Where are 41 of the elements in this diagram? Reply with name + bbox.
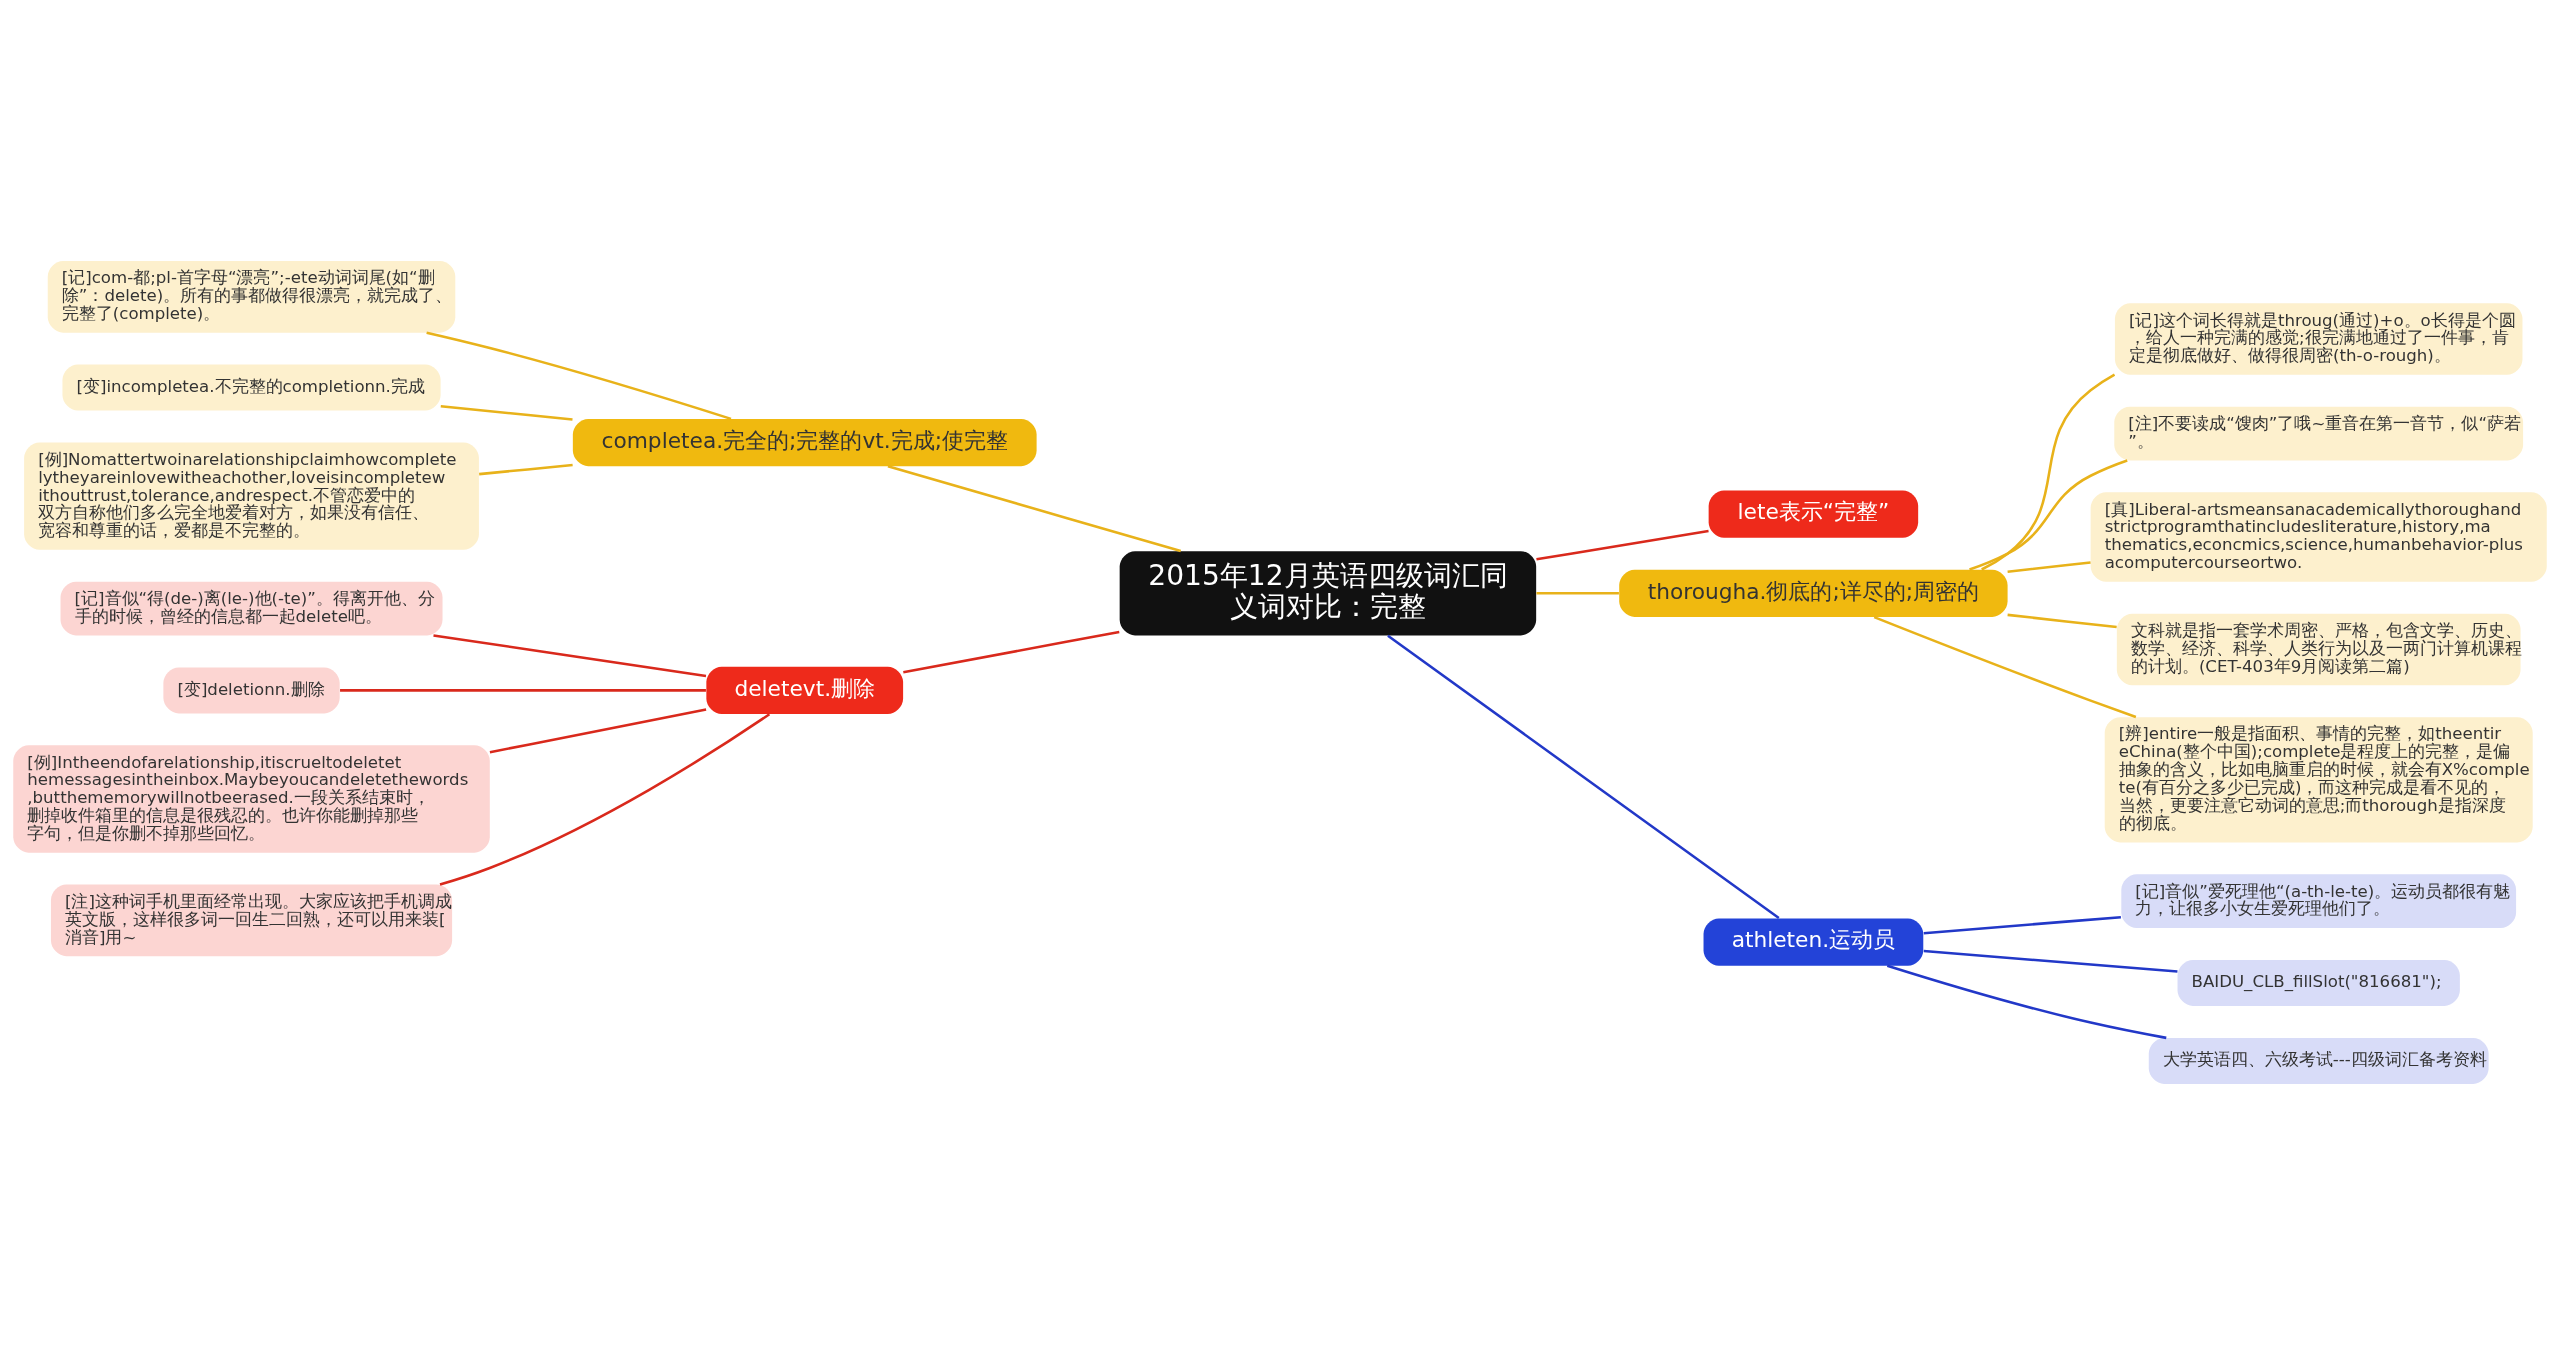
node-box: [注]不要读成“馊肉”了哦~重音在第一音节，似“萨若”。 [2114, 406, 2524, 461]
node-box: [辨]entire一般是指面积、事情的完整，如theentireChina(整个中国);complete是程度上的完整，是偏抽象的含义，比如电脑重启的时候，就会有X%complete(有百分之多少已完成)，而这种完成是看不见的，当然，更要注意它动词的意思;而thorough是指深度的彻底。 [2104, 717, 2533, 843]
node-box: [记]com-都;pl-首字母“漂亮”;-ete动词词尾(如“删除”：delete)。所有的事都做得很漂亮，就完成了、完整了(complete)。 [47, 261, 456, 333]
connector [1387, 634, 1780, 920]
node-box: 大学英语四、六级考试---四级词汇备考资料 [2148, 1037, 2489, 1084]
connector [433, 634, 707, 678]
node-box: lete表示“完整” [1708, 490, 1919, 538]
connector [2007, 613, 2117, 629]
connector [489, 708, 707, 754]
connector [1981, 373, 2116, 571]
connector [887, 465, 1182, 553]
connector [2007, 561, 2091, 573]
node-box: 2015年12月英语四级词汇同义词对比：完整 [1119, 551, 1537, 636]
connector [1536, 592, 1619, 595]
connector [1886, 964, 2167, 1040]
node-box: thorougha.彻底的;详尽的;周密的 [1619, 569, 2008, 617]
connector [1923, 915, 2121, 935]
connector [426, 331, 732, 421]
connector [439, 713, 771, 886]
connector [479, 463, 573, 476]
node-box: [记]这个词长得就是throug(通过)+o。o长得是个圆，给人一种完满的感觉;很完满地通过了一件事，肯定是彻底做好、做得很周密(th-o-rough)。 [2114, 303, 2523, 375]
connector [440, 405, 573, 421]
node-box: [例]Nomattertwoinarelationshipclaimhowcompletelytheyareinlovewitheachother,loveisincompletewithouttrust,tolerance,andrespect.不管恋爱中的双方自称他们多么完全地爱着对方，如果没有信任、宽容和尊重的话，爱都是不完整的。 [24, 442, 479, 550]
node-box: 文科就是指一套学术周密、严格，包含文学、历史、数学、经济、科学、人类行为以及一两门计算机课程的计划。(CET-403年9月阅读第二篇) [2116, 613, 2521, 686]
node-box: deletevt.删除 [706, 666, 904, 714]
node-box: [记]音似”爱死理他“(a-th-le-te)。运动员都很有魅力，让很多小女生爱死理他们了。 [2121, 874, 2517, 928]
node-box: [真]Liberal-artsmeansanacademicallythoroughandstrictprogramthatincludesliterature,history,mathematics,econcmics,science,humanbehavior-plusacomputercourseortwo. [2090, 492, 2547, 582]
node-box: [记]音似“得(de-)离(le-)他(-te)”。得离开他、分手的时候，曾经的信息都一起delete吧。 [60, 581, 443, 636]
connector [340, 689, 706, 692]
connector [903, 630, 1120, 674]
node-box: [注]这种词手机里面经常出现。大家应该把手机调成英文版，这样很多词一回生二回熟，还可以用来装[消音]用~ [50, 884, 453, 957]
node-box: [例]Intheendofarelationship,itiscrueltodeletethemessagesintheinbox.Maybeyoucandeletethewords,butthememorywillnotbeerased.一段关系结束时，删掉收件箱里的信息是很残忍的。也许你能删掉那些字句，但是你删不掉那些回忆。 [13, 745, 490, 853]
node-box: completea.完全的;完整的vt.完成;使完整 [572, 418, 1037, 467]
node-box: [变]incompletea.不完整的completionn.完成 [62, 364, 441, 411]
node-box: [变]deletionn.删除 [163, 667, 340, 714]
connector [1969, 459, 2128, 571]
node-box: athleten.运动员 [1703, 918, 1924, 966]
connector [1536, 529, 1709, 561]
connector [1873, 615, 2137, 719]
connector [1923, 949, 2178, 973]
node-box: BAIDU_CLB_fillSlot("816681"); [2177, 959, 2460, 1006]
